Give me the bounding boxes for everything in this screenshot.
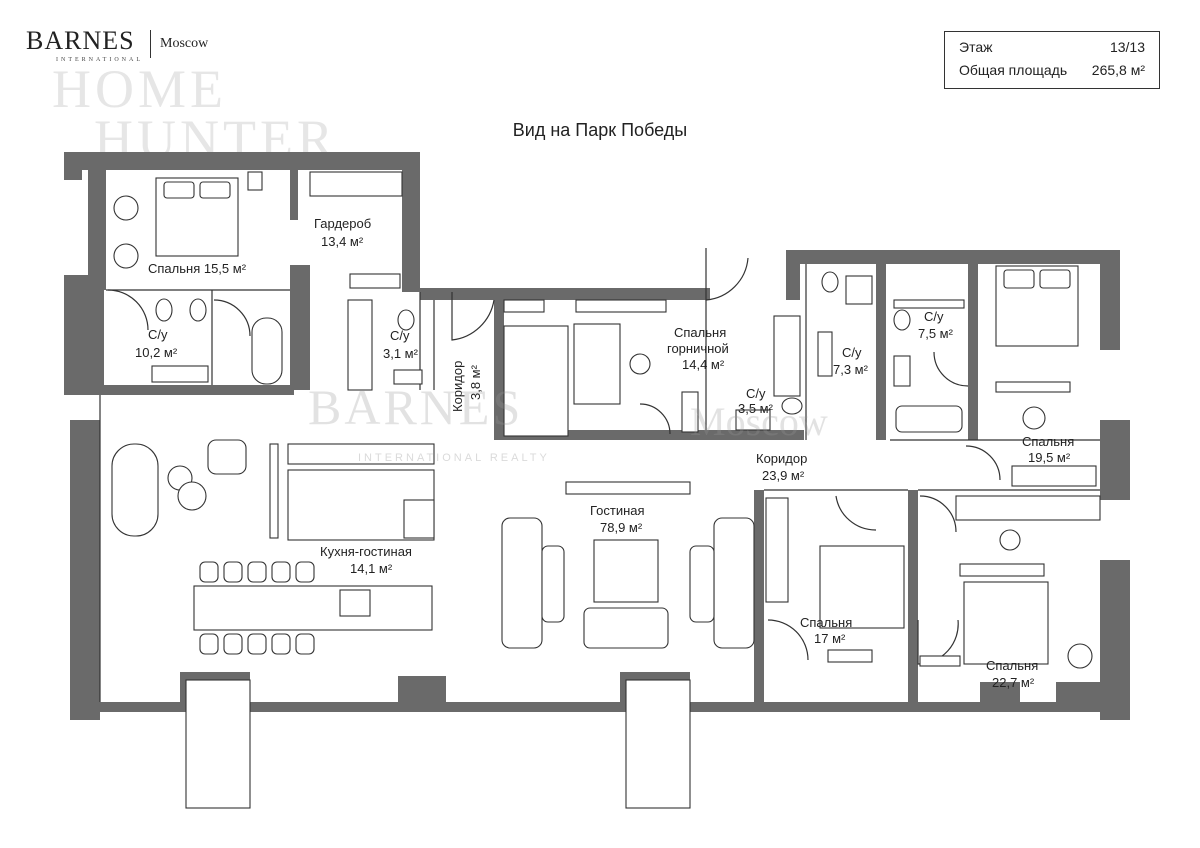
watermark-home: HOME [52,59,227,119]
walls [64,152,1130,720]
wardrobe-area: 13,4 м² [321,234,364,249]
area-row: Общая площадь 265,8 м² [959,62,1145,82]
info-box: Этаж 13/13 Общая площадь 265,8 м² [944,31,1160,89]
doors [107,248,1001,665]
area-label: Общая площадь [959,62,1068,78]
floor-row: Этаж 13/13 [959,39,1145,59]
watermark-city: Moscow [690,399,828,444]
brand-name: BARNES [26,26,135,55]
bath3-area: 3,5 м² [738,401,774,416]
maid-area: 14,4 м² [682,357,725,372]
furniture [111,171,1101,809]
living-label: Гостиная [590,503,645,518]
kitchen-area: 14,1 м² [350,561,393,576]
interior-lines [99,264,1100,702]
floor-label: Этаж [959,39,993,55]
bedroom3-area: 17 м² [814,631,846,646]
kitchen-label: Кухня-гостиная [320,544,412,559]
wardrobe-label: Гардероб [314,216,371,231]
bath2-area: 3,1 м² [383,346,419,361]
floor-value: 13/13 [1109,39,1145,55]
living-area: 78,9 м² [600,520,643,535]
brand-separator [150,30,151,58]
brand-logo: BARNES INTERNATIONAL Moscow [26,26,208,63]
bath1-area: 10,2 м² [135,345,178,360]
watermark-barnes: BARNES [308,379,524,435]
maid-label-2: горничной [667,341,729,356]
bath3-label: С/у [746,386,766,401]
bath4-area: 7,3 м² [833,362,869,377]
area-value: 265,8 м² [1091,62,1145,78]
bath5-area: 7,5 м² [918,326,954,341]
bedroom3-label: Спальня [800,615,852,630]
bath4-label: С/у [842,345,862,360]
bedroom2-label: Спальня [1022,434,1074,449]
maid-label-1: Спальня [674,325,726,340]
bedroom4-label: Спальня [986,658,1038,673]
brand-city: Moscow [160,36,209,51]
corridor2-area: 23,9 м² [762,468,805,483]
corridor2-label: Коридор [756,451,807,466]
watermark-sub: INTERNATIONAL REALTY [358,452,550,464]
bath5-label: С/у [924,309,944,324]
bath1-label: С/у [148,327,168,342]
bath2-label: С/у [390,328,410,343]
bedroom1-label: Спальня 15,5 м² [148,261,247,276]
view-title: Вид на Парк Победы [512,120,688,140]
bedroom4-area: 22,7 м² [992,675,1035,690]
brand-subname: INTERNATIONAL [56,57,143,63]
corridor1-area: 3,8 м² [468,364,483,400]
room-labels: Спальня 15,5 м² Гардероб 13,4 м² С/у 10,… [135,216,1074,690]
bedroom2-area: 19,5 м² [1028,450,1071,465]
corridor1-label: Коридор [450,361,465,412]
